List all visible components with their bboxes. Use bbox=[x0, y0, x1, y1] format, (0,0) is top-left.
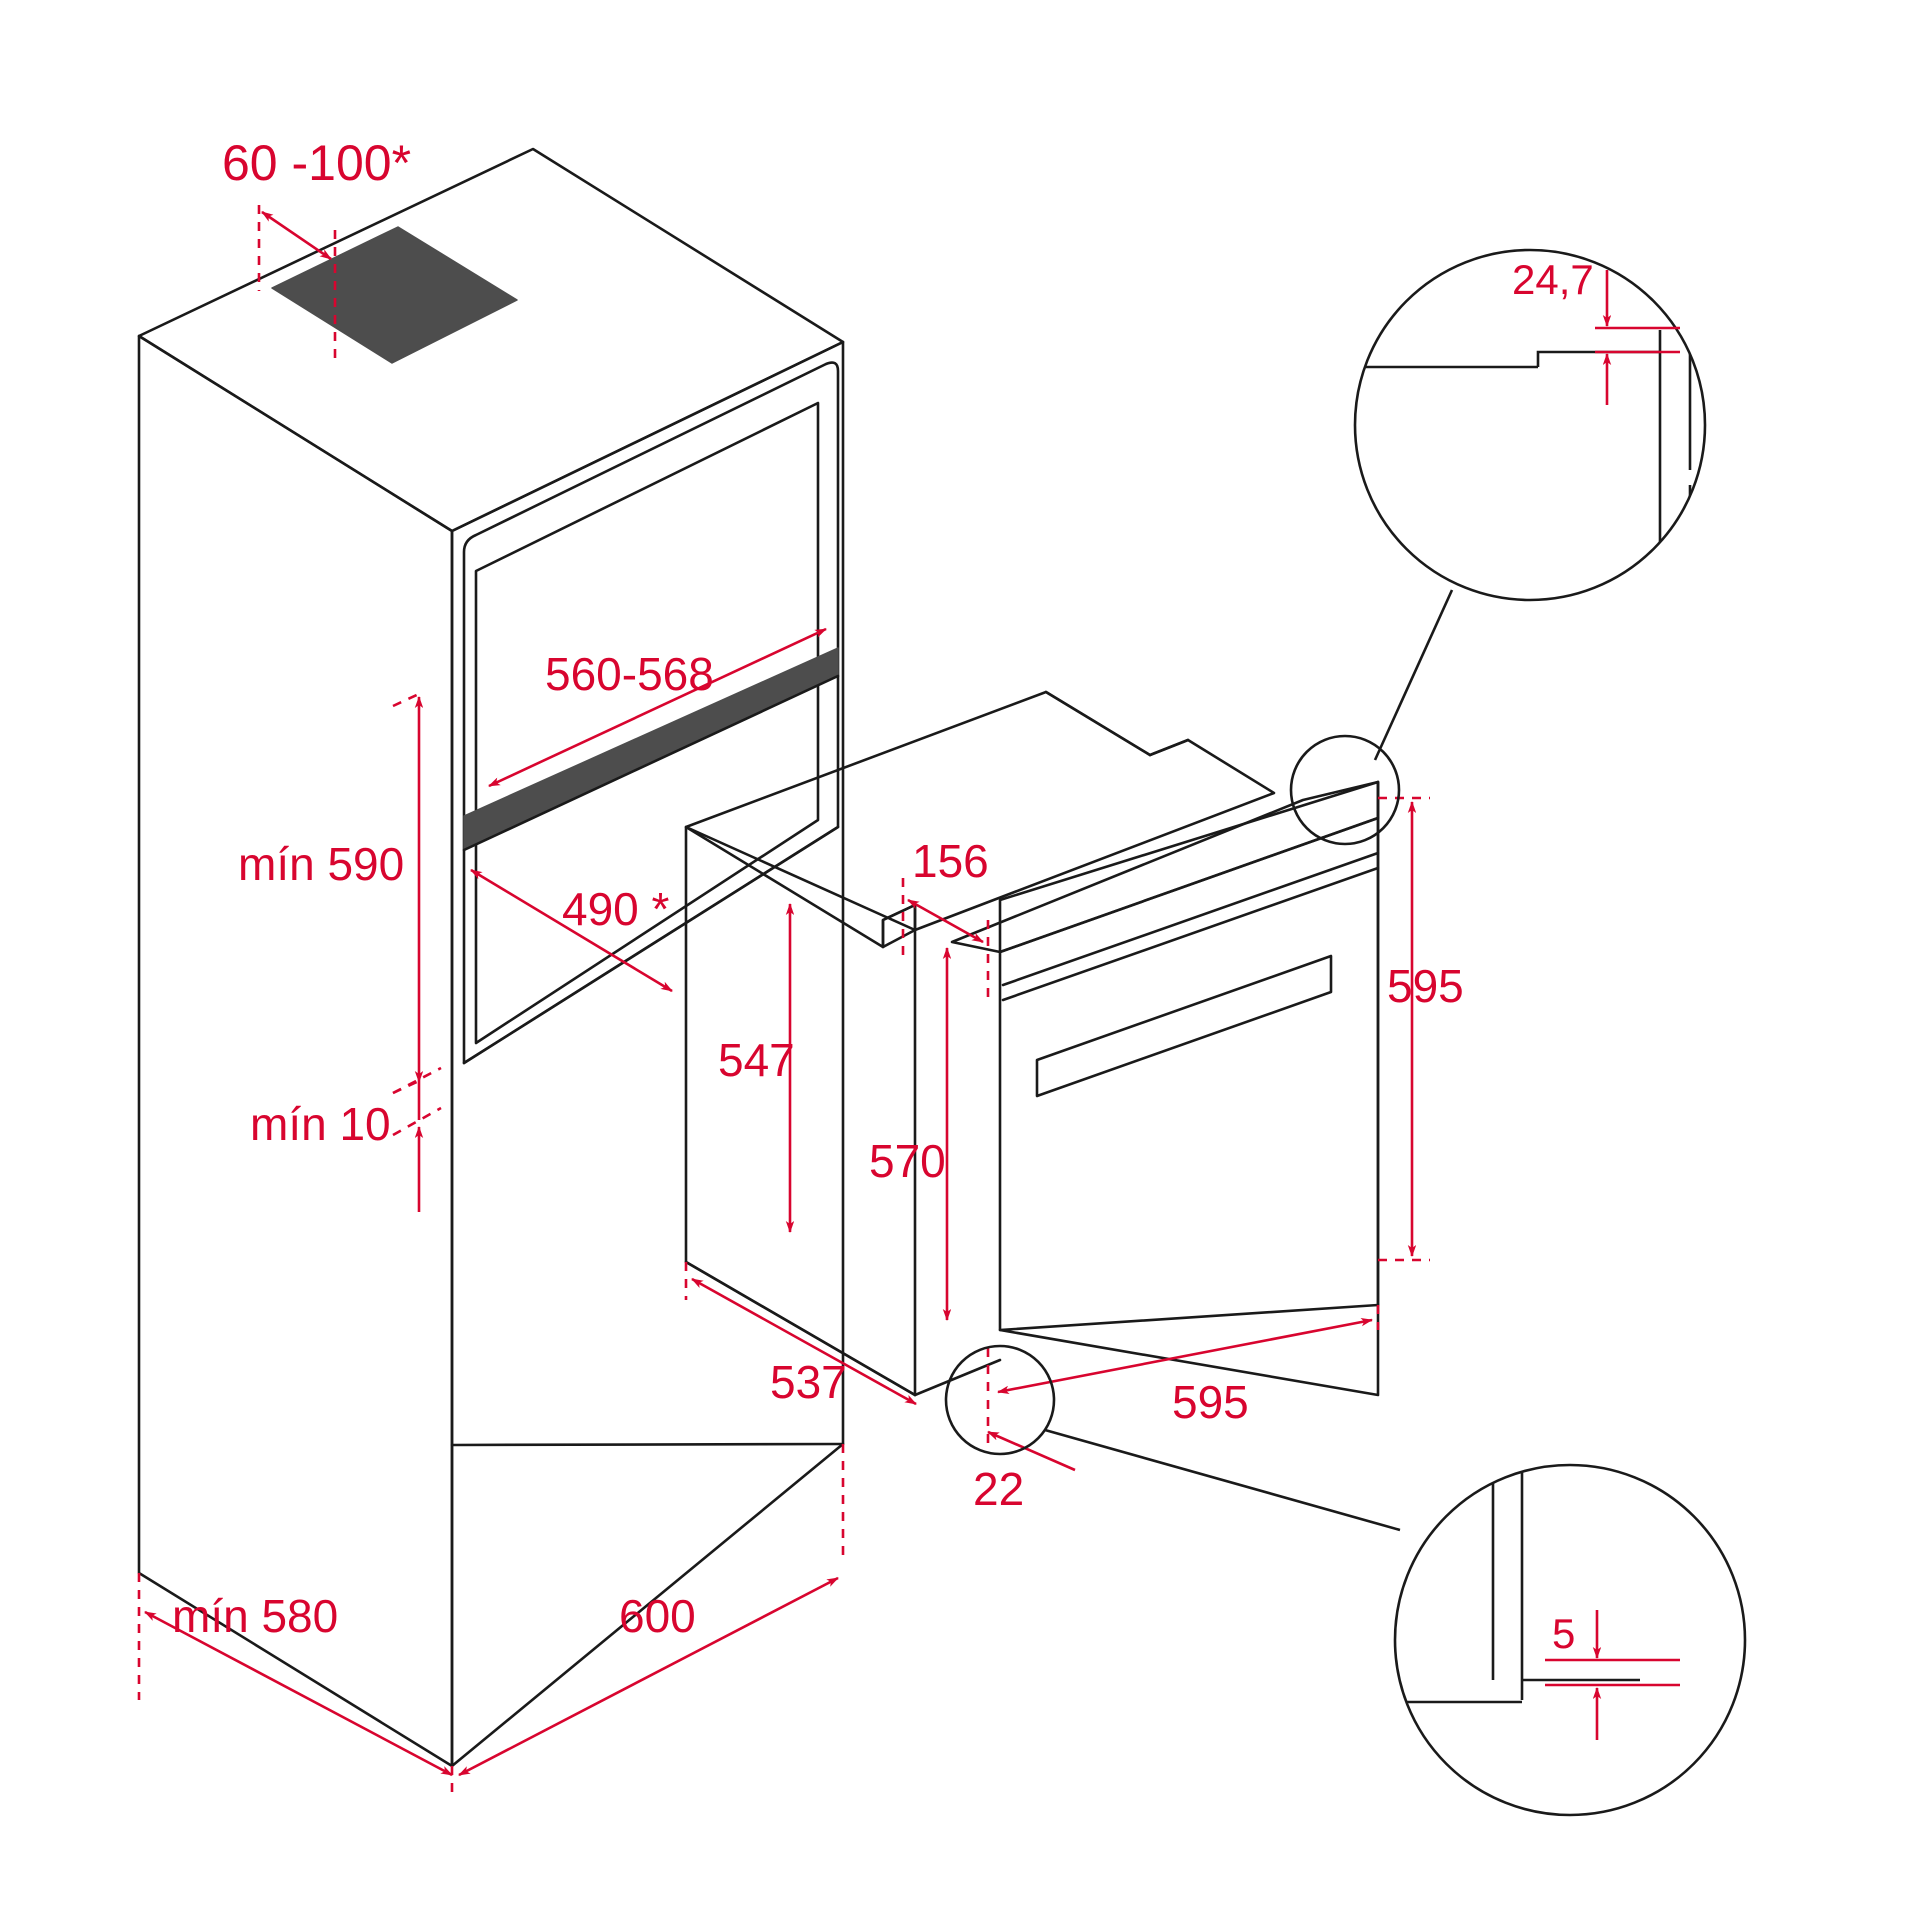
dimline-vent bbox=[261, 210, 332, 261]
detail-callout-top bbox=[1289, 248, 1707, 846]
oven-top-face bbox=[684, 690, 1276, 949]
label-cabinet-depth: mín 580 bbox=[172, 1590, 338, 1642]
ext-niche-top bbox=[392, 691, 422, 708]
oven-figure bbox=[684, 690, 1380, 1397]
label-detail-top: 24,7 bbox=[1512, 256, 1594, 303]
label-niche-height: mín 590 bbox=[238, 838, 404, 890]
dimline-min580 bbox=[144, 1610, 453, 1777]
oven-trim-line2 bbox=[1001, 851, 1380, 987]
detail-bottom-circle bbox=[1393, 1463, 1747, 1817]
detail-top-dimension bbox=[1595, 270, 1680, 405]
cabinet-dimension-lines bbox=[137, 205, 845, 1798]
oven-door-bottom bbox=[998, 1303, 1380, 1332]
cabinet-top-face bbox=[137, 147, 845, 533]
label-detail-bottom: 5 bbox=[1552, 1610, 1575, 1657]
label-cabinet-width: 600 bbox=[619, 1590, 696, 1642]
detail-top-circle bbox=[1353, 248, 1707, 602]
cabinet-shelf-edge bbox=[462, 674, 840, 852]
detail-bottom-dimension bbox=[1545, 1610, 1680, 1740]
dimline-niche-width bbox=[488, 627, 827, 788]
detail-top-source-circle bbox=[1289, 734, 1401, 846]
label-niche-depth: 490 * bbox=[562, 883, 670, 935]
detail-top-step bbox=[1536, 350, 1660, 367]
cabinet-lower-divider bbox=[450, 1442, 845, 1447]
label-vent-gap: 60 -100* bbox=[222, 135, 411, 191]
dimline-22 bbox=[987, 1430, 1076, 1472]
oven-trim-lower-edge bbox=[998, 816, 1380, 954]
dimension-labels: 60 -100* 560-568 mín 590 490 * mín 10 mí… bbox=[172, 135, 1594, 1657]
label-door-protrusion: 22 bbox=[973, 1463, 1024, 1515]
label-body-height: 547 bbox=[718, 1034, 795, 1086]
oven-dimension-lines bbox=[684, 796, 1430, 1472]
oven-door-handle bbox=[1035, 954, 1333, 1098]
oven-rear-deck bbox=[1044, 690, 1152, 757]
label-body-depth: 537 bbox=[770, 1356, 847, 1408]
oven-body-left-face bbox=[684, 825, 917, 1397]
dimline-156 bbox=[907, 898, 984, 944]
dimline-600 bbox=[458, 1576, 839, 1777]
cabinet-vent-patch bbox=[271, 226, 518, 364]
detail-bottom-leader bbox=[1044, 1428, 1401, 1532]
oven-body-notch bbox=[881, 903, 917, 949]
oven-rear-deck2 bbox=[1148, 738, 1190, 757]
label-body-height-2: 570 bbox=[869, 1135, 946, 1187]
detail-callout-bottom bbox=[944, 1344, 1747, 1817]
ext-min10-bottom bbox=[392, 1106, 442, 1137]
label-front-width: 595 bbox=[1172, 1376, 1249, 1428]
dimline-537 bbox=[691, 1277, 917, 1406]
cabinet-shelf-front bbox=[462, 825, 840, 1065]
label-niche-width: 560-568 bbox=[545, 648, 714, 700]
label-front-height: 595 bbox=[1387, 960, 1464, 1012]
detail-bottom-source-circle bbox=[944, 1344, 1056, 1456]
oven-top-trim bbox=[950, 780, 1380, 954]
oven-trim-line3 bbox=[1001, 866, 1380, 1002]
cabinet-figure bbox=[137, 147, 845, 1768]
label-front-offset: 156 bbox=[912, 835, 989, 887]
label-bottom-gap: mín 10 bbox=[250, 1098, 391, 1150]
dimline-niche-depth bbox=[470, 868, 673, 993]
cabinet-left-face bbox=[137, 334, 454, 1768]
oven-base-front bbox=[913, 1358, 1002, 1397]
dimline-595-width bbox=[997, 1317, 1373, 1395]
ext-min10-top bbox=[392, 1066, 442, 1095]
cabinet-niche-outline bbox=[462, 361, 840, 1065]
detail-top-leader bbox=[1373, 589, 1454, 761]
